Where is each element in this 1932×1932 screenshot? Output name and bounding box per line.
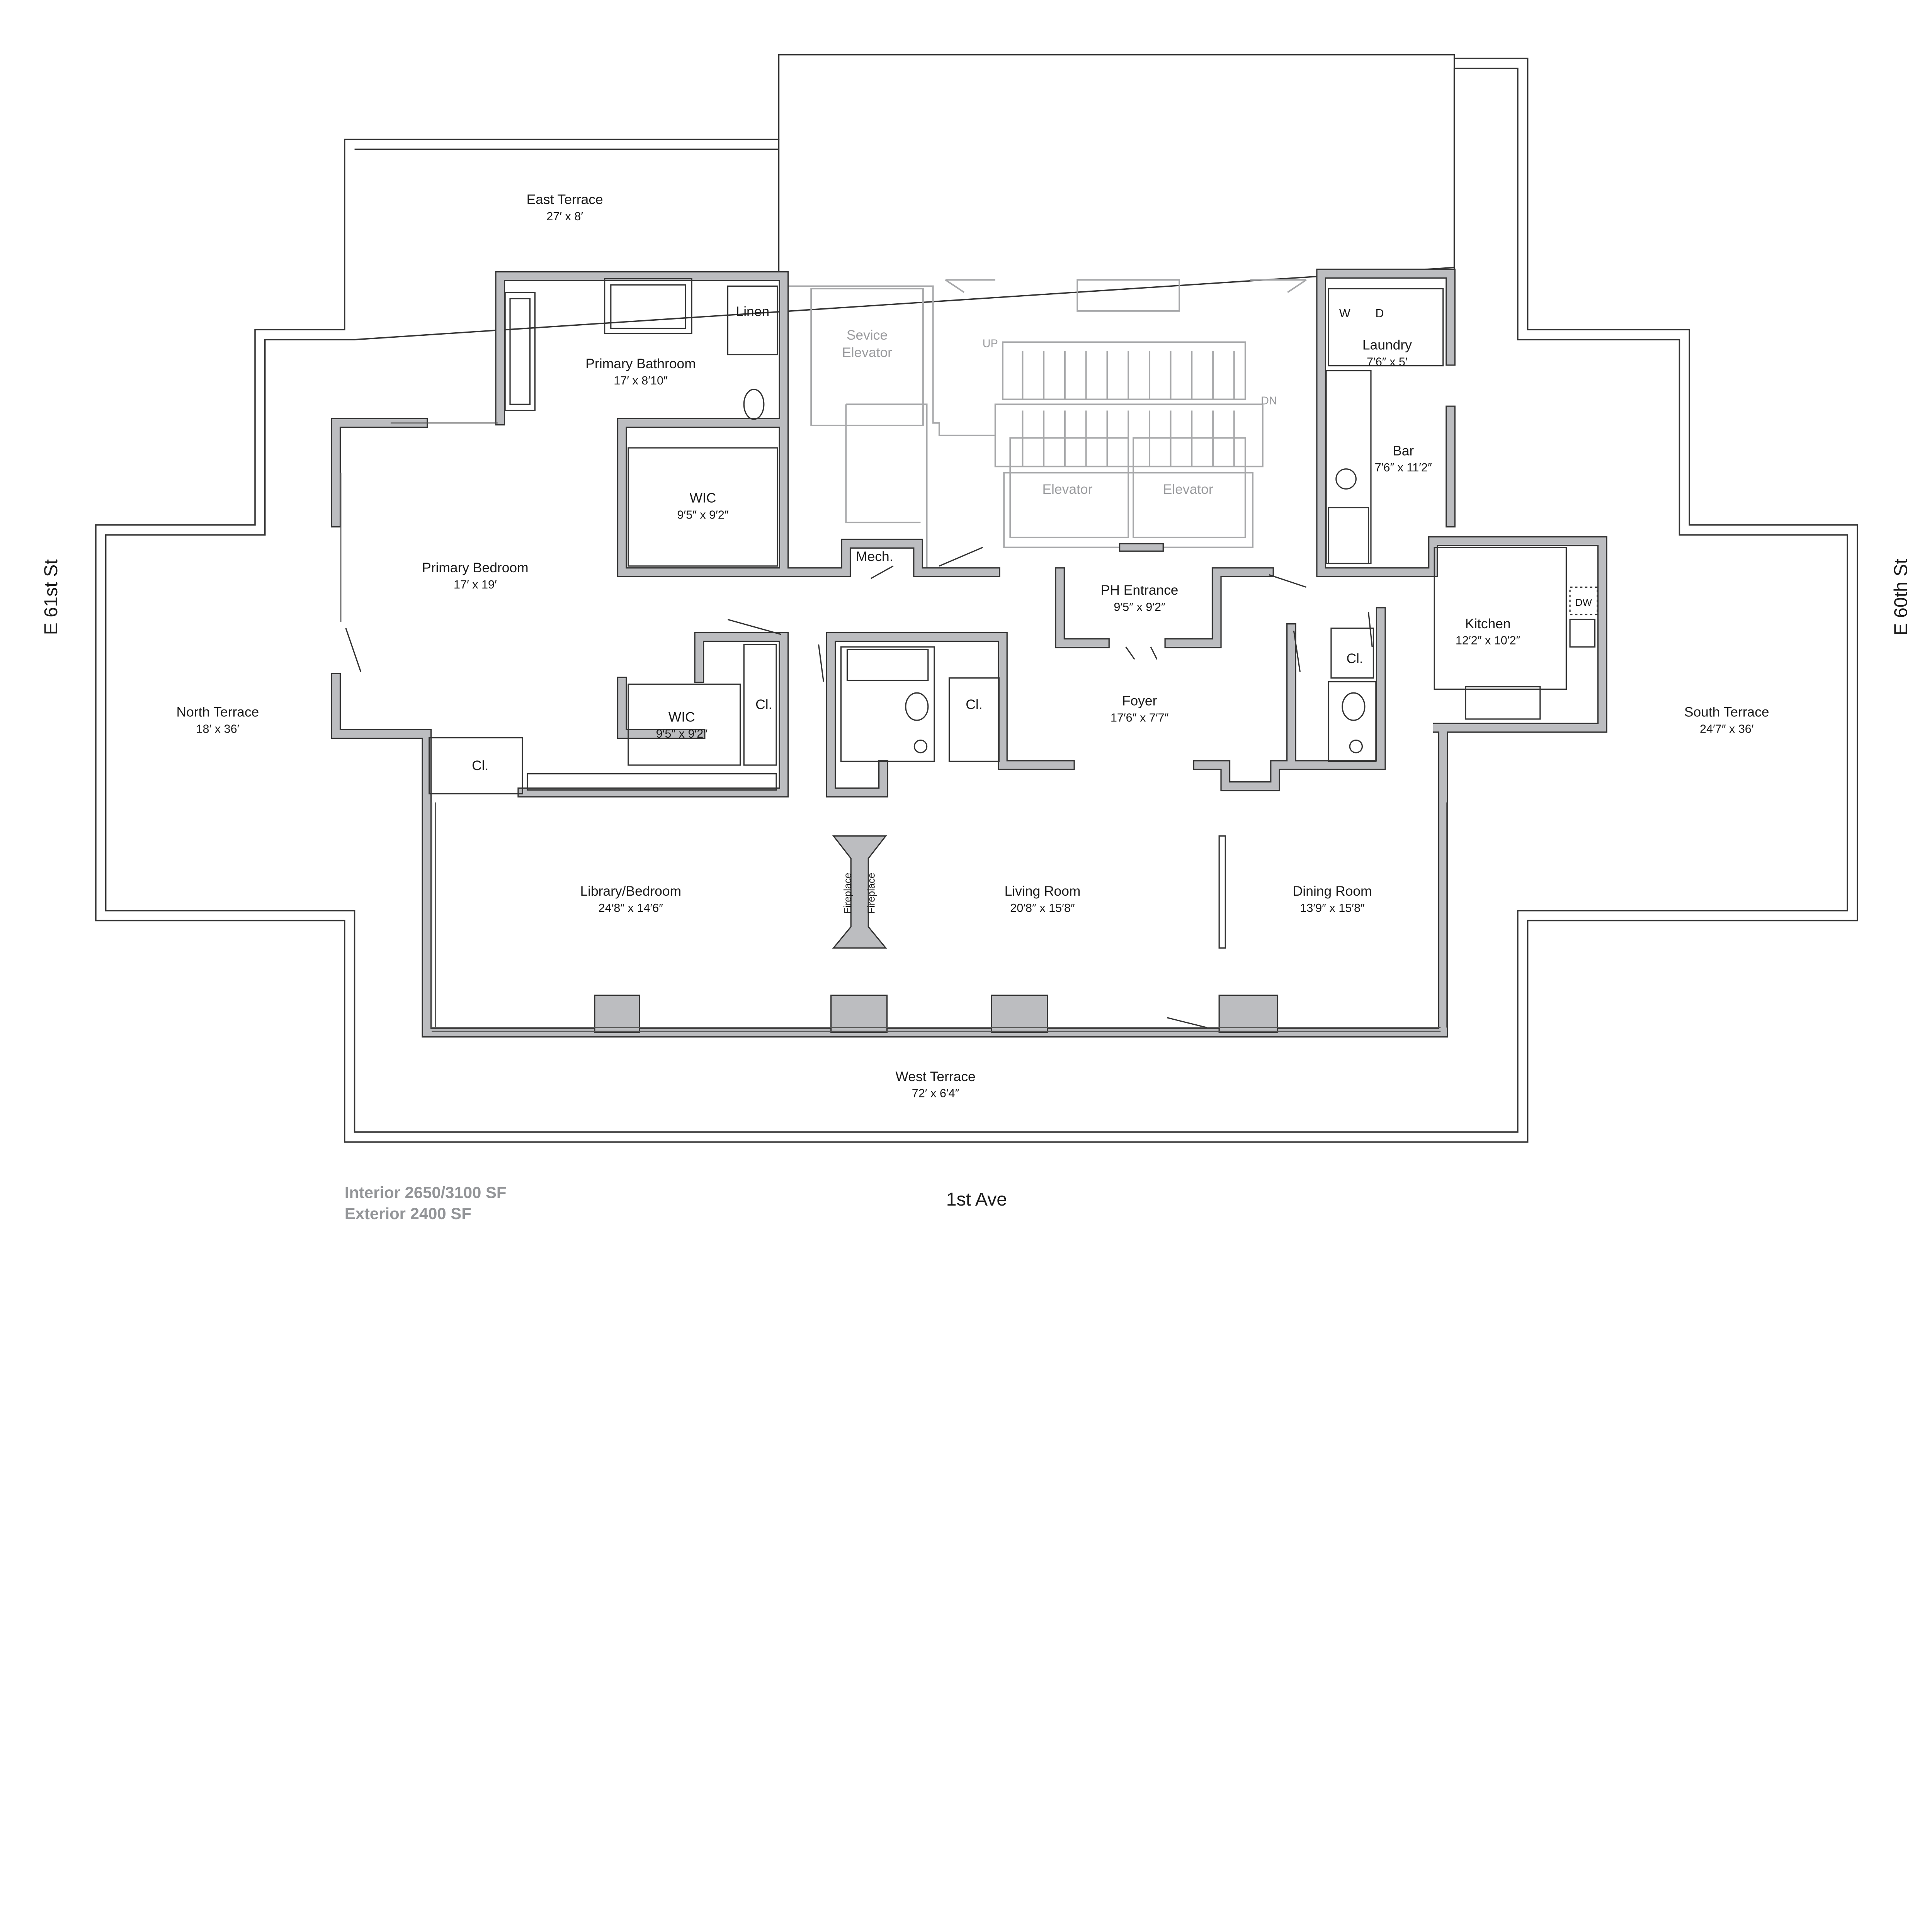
fireplace-label: Fireplace <box>866 873 877 914</box>
east-terrace-dims: 27′ x 8′ <box>546 210 583 223</box>
bar-label: Bar <box>1393 443 1414 458</box>
closet-label: Cl. <box>966 697 982 712</box>
area-summary: Interior 2650/3100 SF Exterior 2400 SF <box>345 1183 507 1223</box>
east-terrace-label: East Terrace <box>527 192 603 207</box>
dryer-label: D <box>1375 307 1384 320</box>
wic-lower-dims: 9′5″ x 9′2″ <box>656 727 708 740</box>
stair-down-label: DN <box>1261 395 1277 407</box>
wic-upper-dims: 9′5″ x 9′2″ <box>677 509 729 522</box>
elevator-label: Elevator <box>1163 481 1213 497</box>
street-labels: E 61st St E 60th St 1st Ave <box>41 558 1911 1209</box>
laundry-label: Laundry <box>1362 337 1412 353</box>
ph-entrance-dims: 9′5″ x 9′2″ <box>1114 600 1165 614</box>
south-terrace-label: South Terrace <box>1684 704 1769 719</box>
dishwasher-label: DW <box>1575 597 1592 608</box>
dining-room-dims: 13′9″ x 15′8″ <box>1300 901 1365 915</box>
building-core <box>785 279 1307 572</box>
south-terrace-dims: 24′7″ x 36′ <box>1700 722 1754 735</box>
closet-label: Cl. <box>755 697 772 712</box>
wic-upper-label: WIC <box>690 490 716 506</box>
fireplace-label: Fireplace <box>842 873 853 914</box>
linen-label: Linen <box>736 304 770 319</box>
fireplace <box>832 835 887 949</box>
west-terrace-dims: 72′ x 6′4″ <box>912 1087 959 1100</box>
stair-up-label: UP <box>983 337 998 350</box>
primary-bathroom-label: Primary Bathroom <box>585 356 696 371</box>
wic-lower-label: WIC <box>668 709 695 724</box>
primary-bathroom-dims: 17′ x 8′10″ <box>614 374 668 387</box>
closet-label: Cl. <box>472 758 488 773</box>
east-street-label: E 60th St <box>1891 558 1912 635</box>
north-terrace-dims: 18′ x 36′ <box>196 722 240 735</box>
ph-entrance-label: PH Entrance <box>1101 582 1179 598</box>
living-room-label: Living Room <box>1005 883 1081 899</box>
laundry-dims: 7′6″ x 5′ <box>1367 355 1408 369</box>
west-street-label: E 61st St <box>41 559 61 635</box>
service-elevator-label: Sevice <box>847 327 888 343</box>
primary-bedroom-label: Primary Bedroom <box>422 560 528 575</box>
library-label: Library/Bedroom <box>580 883 681 899</box>
foyer-dims: 17′6″ x 7′7″ <box>1111 711 1169 724</box>
foyer-label: Foyer <box>1122 693 1157 708</box>
dining-room-label: Dining Room <box>1293 883 1372 899</box>
north-terrace-label: North Terrace <box>177 704 259 719</box>
west-terrace-label: West Terrace <box>895 1069 975 1084</box>
primary-bedroom-dims: 17′ x 19′ <box>454 578 497 591</box>
kitchen-label: Kitchen <box>1465 616 1511 631</box>
room-labels: East Terrace 27′ x 8′ North Terrace 18′ … <box>177 192 1769 1100</box>
washer-label: W <box>1339 307 1350 320</box>
terrace-outline <box>95 54 1858 1143</box>
exterior-area: Exterior 2400 SF <box>345 1204 471 1223</box>
living-room-dims: 20′8″ x 15′8″ <box>1010 901 1075 915</box>
service-elevator-label: Elevator <box>842 345 892 360</box>
floor-plan: East Terrace 27′ x 8′ North Terrace 18′ … <box>41 54 1912 1223</box>
closet-label: Cl. <box>1346 651 1363 666</box>
interior-area: Interior 2650/3100 SF <box>345 1183 507 1201</box>
library-dims: 24′8″ x 14′6″ <box>599 901 663 915</box>
kitchen-dims: 12′2″ x 10′2″ <box>1456 634 1520 647</box>
bar-dims: 7′6″ x 11′2″ <box>1375 461 1432 474</box>
walls <box>331 269 1607 1038</box>
elevator-label: Elevator <box>1042 481 1092 497</box>
mech-label: Mech. <box>856 549 893 564</box>
south-street-label: 1st Ave <box>946 1189 1007 1210</box>
